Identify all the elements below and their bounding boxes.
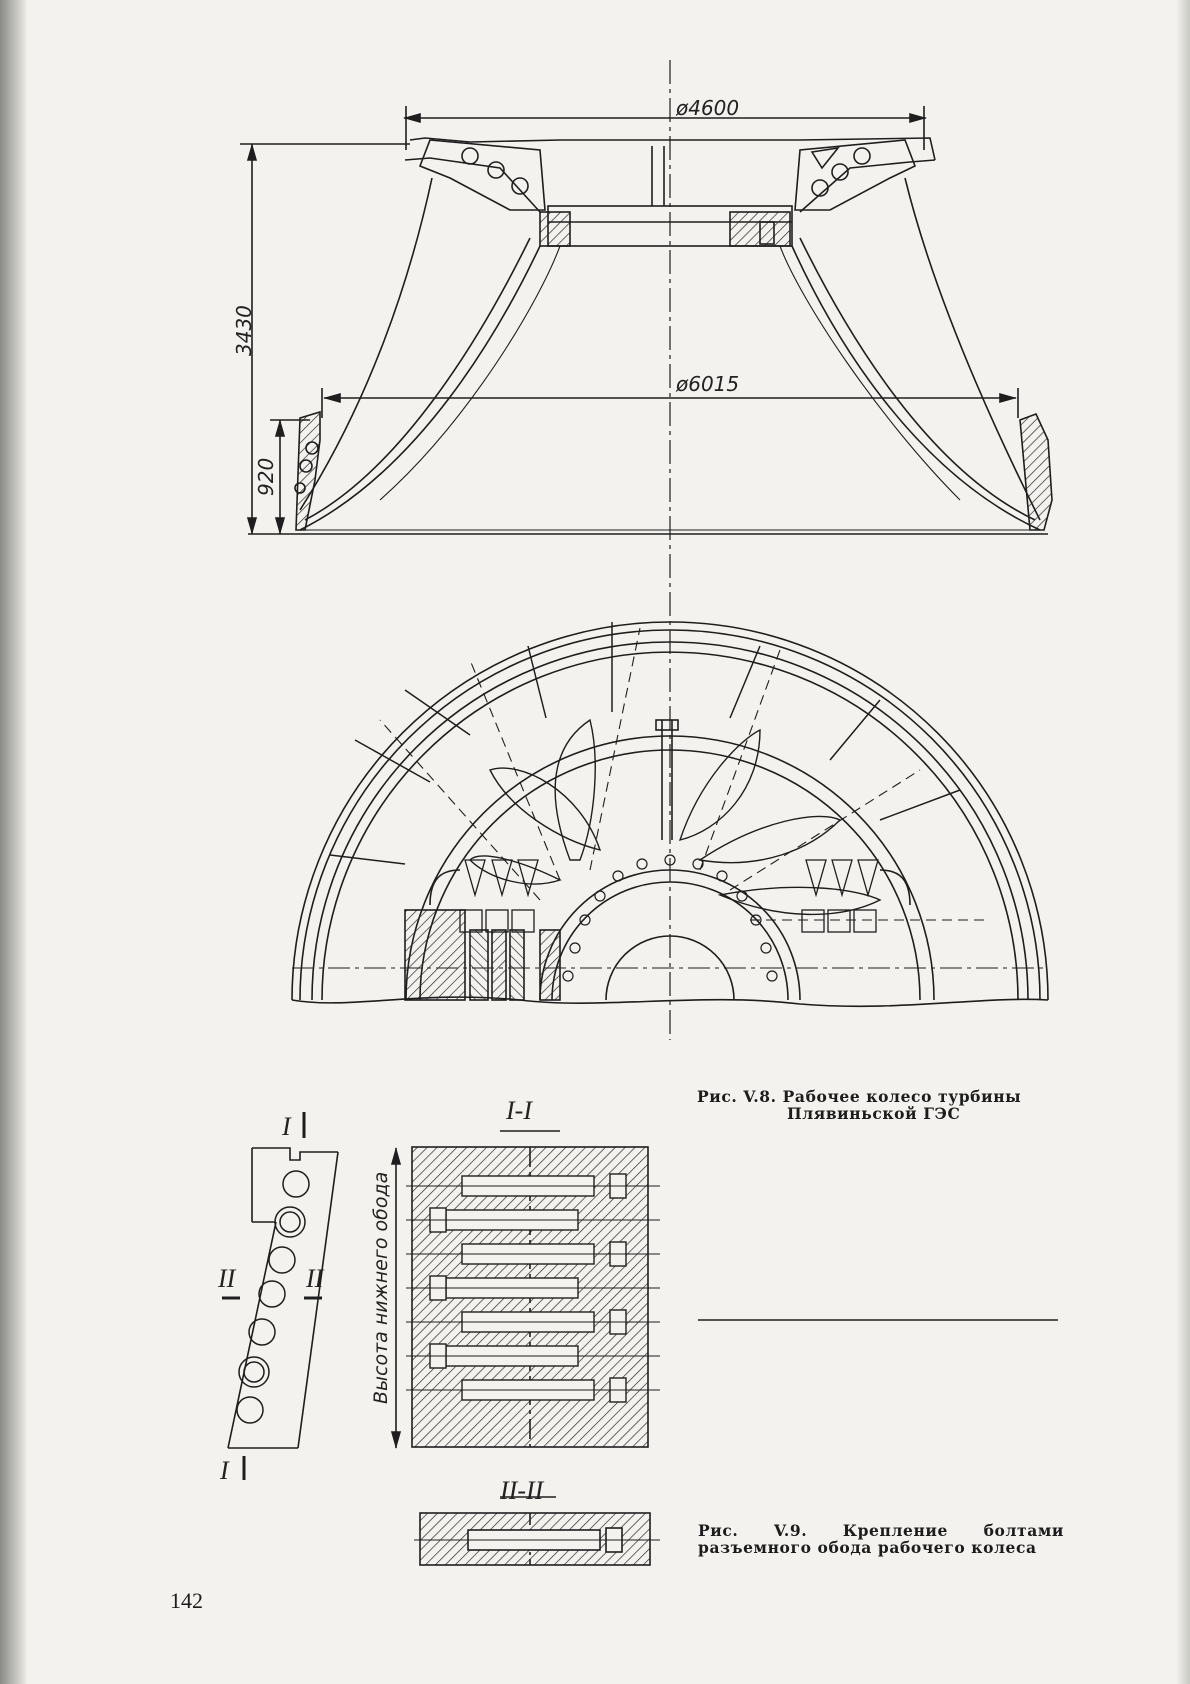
rim-height-label: 920 bbox=[254, 458, 278, 496]
bottom-diameter-label: ø6015 bbox=[676, 372, 739, 396]
section-II-II bbox=[414, 1497, 660, 1565]
figure-8-caption: Рис. V.8. Рабочее колесо турбины Плявинь… bbox=[697, 1088, 1021, 1122]
page-number: 142 bbox=[170, 1588, 203, 1614]
section-1-label: I-I bbox=[506, 1096, 532, 1126]
runner-side-view bbox=[240, 60, 1052, 1040]
section-mark-top: I bbox=[282, 1112, 291, 1142]
figure-9-caption-line1: Рис. V.9. Крепление болтами bbox=[698, 1522, 1064, 1539]
height-label: 3430 bbox=[232, 305, 256, 356]
figure-8-caption-line1: Рис. V.8. Рабочее колесо турбины bbox=[697, 1088, 1021, 1105]
section-mark-right: II bbox=[306, 1264, 323, 1294]
top-diameter-label: ø4600 bbox=[676, 96, 739, 120]
section-mark-bottom: I bbox=[220, 1456, 229, 1486]
section-2-label: II-II bbox=[500, 1476, 543, 1506]
figure-9-caption: Рис. V.9. Крепление болтами разъемного о… bbox=[698, 1522, 1064, 1556]
figure-9-caption-line2: разъемного обода рабочего колеса bbox=[698, 1539, 1064, 1556]
section-I-I bbox=[406, 1131, 660, 1447]
figure-8-caption-line2: Плявиньской ГЭС bbox=[697, 1105, 1021, 1122]
section-mark-left: II bbox=[218, 1264, 235, 1294]
rim-height-text: Высота нижнего обода bbox=[370, 1172, 392, 1404]
